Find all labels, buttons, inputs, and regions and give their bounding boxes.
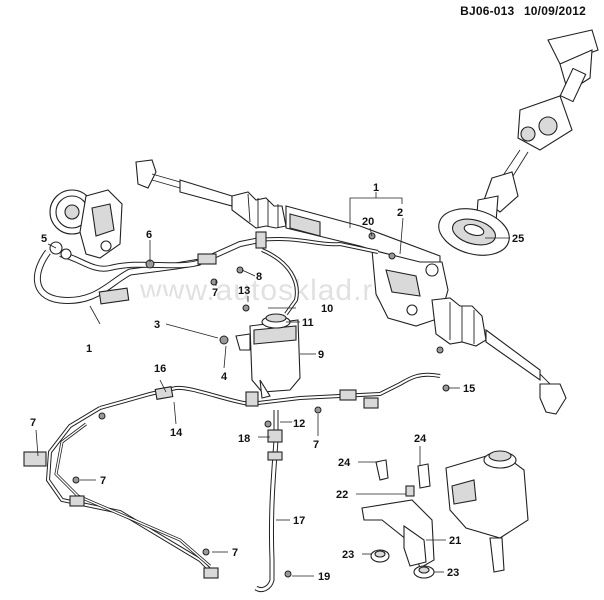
callout-25: 25	[512, 233, 524, 245]
callout-23a: 23	[342, 549, 354, 561]
pressure-line-rack	[255, 231, 379, 316]
callout-11: 11	[302, 317, 314, 329]
callout-7e: 7	[232, 547, 238, 559]
return-lines-middle	[23, 372, 441, 593]
diagram-header: BJ06-013 10/09/2012	[454, 4, 586, 18]
callout-19: 19	[318, 571, 330, 583]
callout-14: 14	[170, 427, 183, 439]
callout-24a: 24	[414, 433, 427, 445]
power-steering-pump	[49, 189, 123, 259]
callout-21: 21	[449, 535, 461, 547]
callout-5: 5	[41, 233, 47, 245]
hose-assembly-left	[6, 220, 261, 346]
callout-18: 18	[238, 433, 250, 445]
callout-13: 13	[238, 285, 250, 297]
diagram-code: BJ06-013	[460, 4, 515, 18]
callout-17: 17	[293, 515, 305, 527]
fasteners	[72, 232, 450, 578]
callout-23b: 23	[447, 567, 459, 579]
callout-numbers: 1 2 20 25 5 6 8 7 13 10 11 3 1 9 4 16 15…	[30, 182, 524, 583]
callout-1b: 1	[86, 343, 92, 355]
callout-22: 22	[336, 489, 348, 501]
callout-7a: 7	[212, 287, 218, 299]
callout-2: 2	[397, 207, 403, 219]
diagram-date: 10/09/2012	[523, 4, 586, 18]
callout-20: 20	[362, 216, 374, 228]
callout-7c: 7	[313, 439, 319, 451]
callout-16: 16	[154, 363, 166, 375]
steering-column	[475, 29, 599, 229]
callout-7b: 7	[30, 417, 36, 429]
callout-4: 4	[221, 371, 228, 383]
callout-9: 9	[318, 349, 324, 361]
callout-7d: 7	[100, 475, 106, 487]
callout-15: 15	[463, 383, 475, 395]
callout-8: 8	[256, 271, 262, 283]
callout-3: 3	[154, 319, 160, 331]
callout-12: 12	[293, 418, 305, 430]
callout-10: 10	[321, 303, 333, 315]
callout-24b: 24	[338, 457, 351, 469]
fluid-reservoir	[235, 313, 301, 399]
callout-1: 1	[373, 182, 379, 194]
steering-rack	[135, 159, 567, 415]
callout-6: 6	[146, 229, 152, 241]
reservoir-bracket-assembly	[361, 450, 529, 579]
leader-lines	[35, 192, 510, 577]
